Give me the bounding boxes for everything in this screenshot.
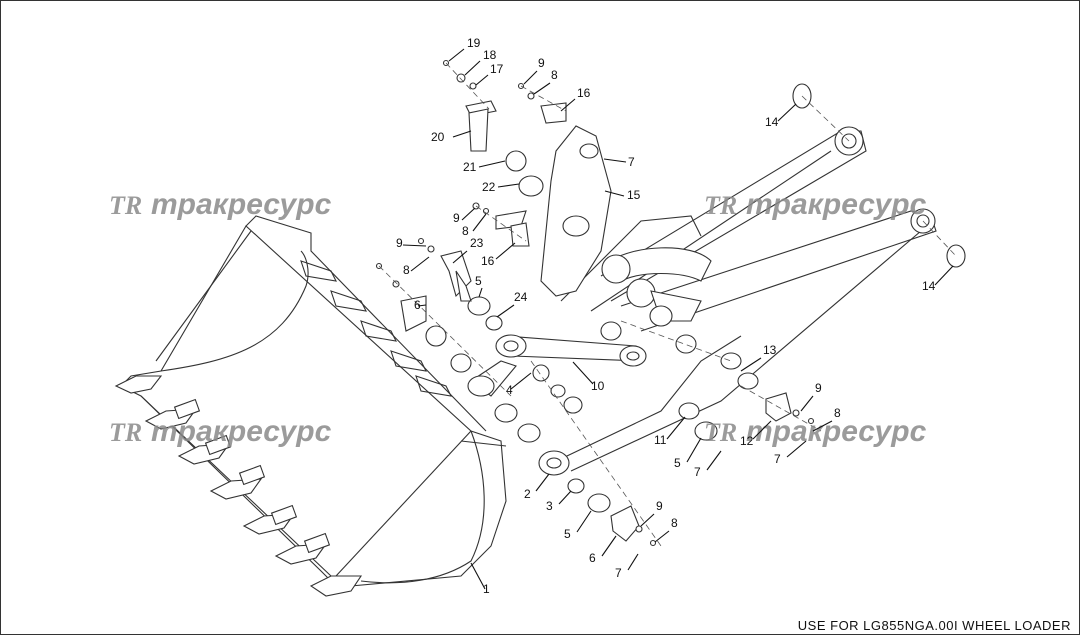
bellcrank (540, 125, 612, 297)
part-number-callout: 5 (674, 456, 681, 470)
part-number-callout: 4 (506, 383, 513, 397)
callout-leader-line (654, 530, 670, 543)
watermark-logo: TR (109, 418, 142, 447)
callout-leader-line (417, 304, 427, 307)
callout-leader-line (686, 437, 702, 463)
callout-leader-line (495, 242, 516, 260)
part-number-callout: 20 (431, 130, 445, 144)
part-number-callout: 12 (740, 434, 754, 448)
callout-leader-line (472, 213, 487, 232)
footer-model-note: USE FOR LG855NGA.00I WHEEL LOADER (797, 618, 1071, 633)
part-number-callout: 24 (514, 290, 528, 304)
part-number-callout: 7 (774, 452, 781, 466)
watermark-logo: TR (704, 418, 737, 447)
part-number-callout: 6 (589, 551, 596, 565)
part-number-callout: 14 (765, 115, 779, 129)
part-number-callout: 16 (481, 254, 495, 268)
callout-leader-line (497, 183, 520, 188)
part-number-callout: 1 (483, 582, 490, 596)
callout-leader-line (448, 48, 465, 62)
callout-leader-line (666, 416, 686, 440)
part-number-callout: 8 (551, 68, 558, 82)
callout-leader-line (603, 158, 627, 163)
callout-leader-line (752, 420, 772, 440)
center-lines (378, 62, 957, 547)
part-number-callout: 15 (627, 188, 641, 202)
callout-leader-line (560, 98, 576, 112)
part-number-callout: 3 (546, 499, 553, 513)
part-number-callout: 19 (467, 36, 481, 50)
callout-leader-line (461, 207, 476, 221)
callout-leader-line (640, 513, 655, 527)
part-number-callout: 16 (577, 86, 591, 100)
part-number-callout: 5 (564, 527, 571, 541)
callout-leader-line (523, 70, 538, 85)
part-number-callout: 9 (815, 381, 822, 395)
part-number-callout: 17 (490, 62, 504, 76)
part-number-callout: 8 (462, 224, 469, 238)
callout-leader-line (535, 473, 550, 492)
callout-leader-line (786, 440, 807, 458)
part-number-callout: 21 (463, 160, 477, 174)
part-number-callout: 8 (834, 406, 841, 420)
callout-leader-line (452, 250, 468, 264)
part-number-callout: 9 (453, 211, 460, 225)
watermark-logo: TR (109, 191, 142, 220)
watermark-text: тракресурс (746, 415, 927, 448)
callout-leader-line (410, 256, 430, 272)
callout-leader-line (470, 562, 486, 590)
part-number-callout: 7 (628, 155, 635, 169)
part-number-callout: 2 (524, 487, 531, 501)
callout-leader-line (740, 357, 762, 372)
callout-leader-line (934, 265, 954, 286)
callout-leader-line (706, 450, 722, 471)
part-number-callout: 8 (671, 516, 678, 530)
callout-leader-line (475, 74, 489, 86)
part-number-callout: 9 (656, 499, 663, 513)
watermarks: TR тракресурс TR тракресурс TR тракресур… (109, 188, 927, 448)
callout-leader-line (572, 361, 594, 385)
part-number-callout: 18 (483, 48, 497, 62)
part-number-callout: 7 (694, 465, 701, 479)
part-number-callout: 11 (654, 433, 667, 447)
part-number-callout: 9 (396, 236, 403, 250)
callout-leader-line (576, 510, 592, 533)
callout-leader-line (601, 535, 617, 557)
part-number-callout: 23 (470, 236, 484, 250)
callout-leader-line (777, 103, 797, 122)
hardware-parts (375, 59, 966, 547)
part-number-callout: 5 (475, 274, 482, 288)
watermark-text: тракресурс (151, 415, 332, 448)
callout-leader-line (800, 395, 814, 412)
callout-leader-line (452, 130, 472, 138)
part-number-callout: 10 (591, 379, 605, 393)
callout-leader-line (478, 287, 483, 298)
link-rod (467, 334, 647, 397)
watermark-logo: TR (704, 191, 737, 220)
part-number-callout: 22 (482, 180, 496, 194)
part-number-callout: 6 (414, 298, 421, 312)
callout-leader-line (533, 82, 551, 95)
part-number-callout: 14 (922, 279, 936, 293)
callout-leader-line (464, 60, 481, 76)
part-number-callout: 8 (403, 263, 410, 277)
callout-leader-line (510, 372, 532, 390)
callout-leader-line (604, 190, 625, 197)
part-number-callout: 9 (538, 56, 545, 70)
part-number-callout: 13 (763, 343, 777, 357)
watermark-text: тракресурс (151, 188, 332, 221)
part-number-callout: 7 (615, 566, 622, 580)
callout-leader-line (478, 160, 506, 168)
callout-leader-line (402, 244, 427, 247)
callout-leader-line (812, 420, 833, 432)
callout-leader-line (558, 490, 572, 505)
watermark-text: тракресурс (746, 188, 927, 221)
bucket (114, 215, 507, 597)
callout-leader-line (496, 304, 515, 318)
callout-leader-line (627, 553, 639, 571)
